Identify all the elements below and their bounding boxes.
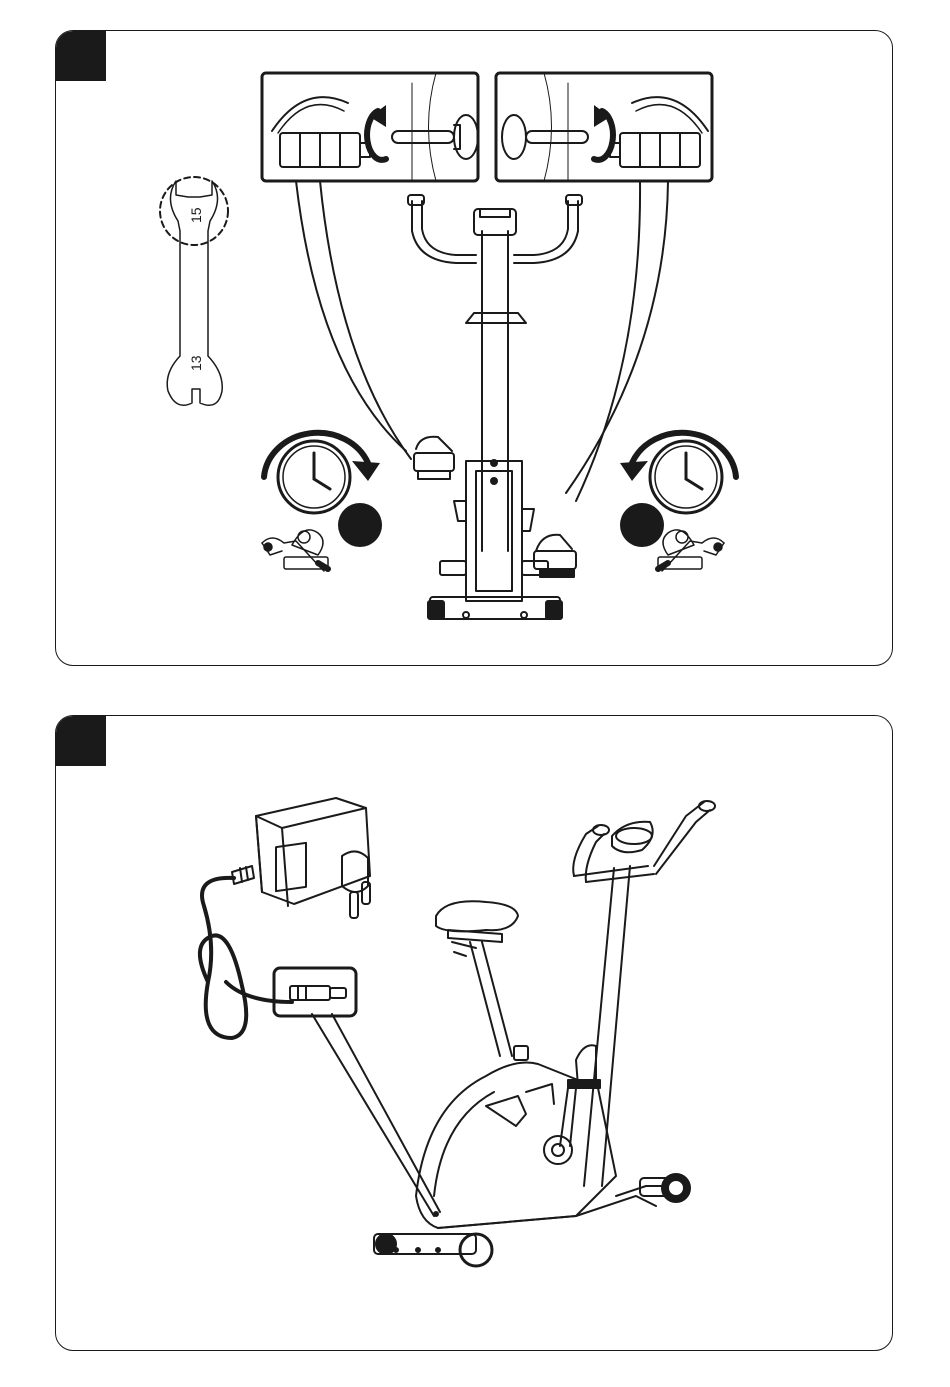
power-adapter-icon [232,798,370,918]
wrench-tool-icon-right [658,530,724,571]
clock-clockwise-icon [264,433,382,547]
wrench-tool-icon [262,530,328,571]
left-pedal-detail [496,73,712,181]
connector-detail [274,968,440,1216]
pedal-installation-diagram: 15 13 [56,31,892,665]
power-adapter-diagram [56,716,892,1350]
step-marker-dot [338,503,382,547]
bike-perspective-view [374,801,715,1266]
power-cable [200,878,292,1038]
bike-front-view [408,195,582,619]
step-1-panel: 15 13 [55,30,893,666]
wrench-size-13: 13 [188,355,204,371]
wrench-icon: 15 13 [160,177,228,405]
step-2-panel [55,715,893,1351]
right-pedal-detail [262,73,478,181]
wrench-size-15: 15 [188,207,204,223]
